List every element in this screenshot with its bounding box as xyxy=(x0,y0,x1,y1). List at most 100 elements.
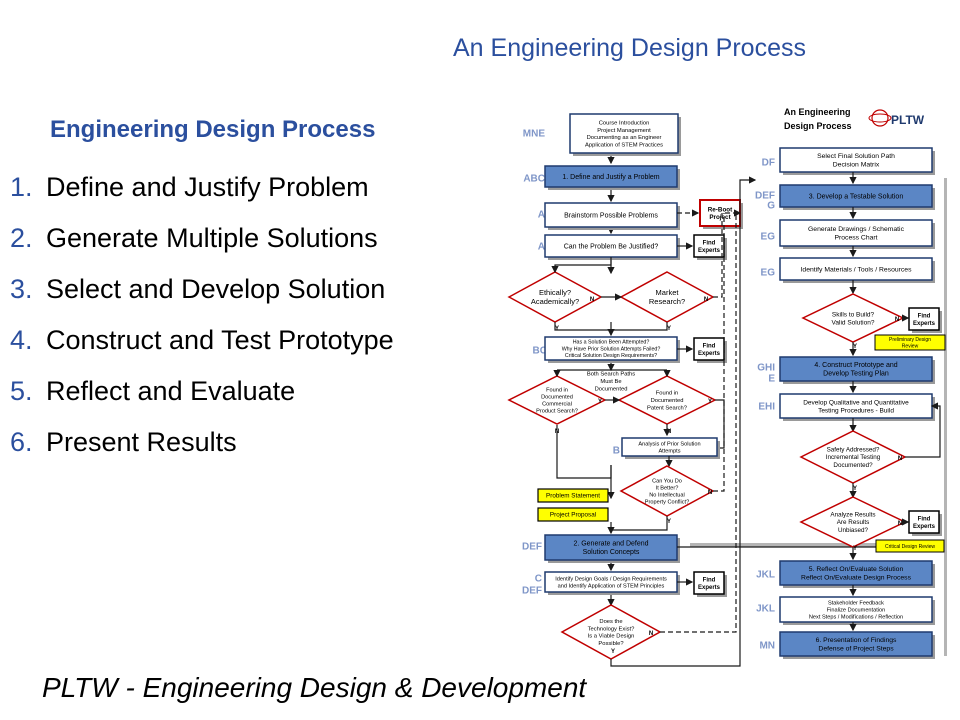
process-box-label: 5. Reflect On/Evaluate Solution xyxy=(809,566,904,573)
process-box-label: Next Steps / Modifications / Reflection xyxy=(809,615,903,621)
branch-label: Y xyxy=(555,326,559,332)
find-experts-box xyxy=(908,510,940,534)
process-box-label: Identify Materials / Tools / Resources xyxy=(801,266,913,273)
branch-label: N xyxy=(704,297,708,303)
flow-arrow xyxy=(554,322,611,331)
process-box-label: 3. Develop a Testable Solution xyxy=(809,193,904,200)
flow-arrow xyxy=(905,402,941,458)
step-label: Generate Multiple Solutions xyxy=(46,223,378,253)
flow-arrow xyxy=(556,425,612,479)
branch-label: Y xyxy=(598,399,602,405)
decision-diamond-label: Documented xyxy=(651,398,684,404)
preliminary-review-box xyxy=(874,334,946,351)
decision-diamond-label: Found in xyxy=(546,387,568,393)
step-label: Define and Justify Problem xyxy=(46,172,369,202)
step-item: 3.Select and Develop Solution xyxy=(10,274,394,325)
process-box-label: Defense of Project Steps xyxy=(818,646,894,653)
step-number: 4. xyxy=(10,325,33,355)
process-box xyxy=(779,257,933,281)
branch-label: N xyxy=(555,429,559,435)
standard-tag: E xyxy=(768,374,775,385)
flow-arrow xyxy=(660,213,737,633)
section-heading: Engineering Design Process xyxy=(50,116,376,143)
decision-diamond-label: Academically? xyxy=(531,297,579,306)
preliminary-review-box-label: Preliminary Design xyxy=(889,337,931,343)
find-experts-box-label: Experts xyxy=(698,248,721,254)
find-experts-box-label: Find xyxy=(918,313,931,319)
find-experts-box-label: Experts xyxy=(698,351,721,357)
branch-label: N xyxy=(895,317,899,323)
process-box xyxy=(779,631,933,657)
process-box-label: Course Introduction xyxy=(599,121,650,127)
critical-review-box xyxy=(875,539,945,553)
find-experts-box-label: Find xyxy=(918,516,931,522)
process-box-label: Documenting as an Engineer xyxy=(587,135,662,141)
step-item: 2. Generate Multiple Solutions xyxy=(10,223,394,274)
step-item: 4. Construct and Test Prototype xyxy=(10,325,394,376)
decision-diamond-label: Can You Do xyxy=(652,478,682,484)
logo-icon xyxy=(871,109,889,127)
decision-diamond-label: Is a Viable Design xyxy=(588,634,635,640)
branch-label: N xyxy=(590,297,594,303)
decision-diamond-label: Documented? xyxy=(833,462,873,469)
process-box-label: and Identify Application of STEM Princip… xyxy=(558,584,665,590)
branch-label: N xyxy=(708,490,712,496)
branch-label: Y xyxy=(667,519,671,525)
standard-tag: MNE xyxy=(523,129,546,140)
process-box-label: Decision Matrix xyxy=(833,162,880,169)
decision-diamond-label: Research? xyxy=(649,297,685,306)
note-text: Must Be xyxy=(600,379,621,385)
flow-arrow xyxy=(611,322,668,331)
decision-diamond-label: Valid Solution? xyxy=(832,319,875,326)
decision-diamond-label: Property Conflict? xyxy=(645,500,689,506)
process-box-label: Develop Qualitative and Quantitative xyxy=(803,399,909,406)
decision-diamond-label: Ethically? xyxy=(539,288,571,297)
process-box-label: Analysis of Prior Solution xyxy=(638,441,700,447)
step-number: 2. xyxy=(10,223,33,253)
process-box xyxy=(569,113,679,154)
decision-diamond-label: Commercial xyxy=(542,402,572,408)
process-box xyxy=(779,596,933,623)
process-box-label: Can the Problem Be Justified? xyxy=(564,243,659,250)
process-box-label: Critical Solution Design Requirements? xyxy=(565,353,657,359)
step-label: Present Results xyxy=(46,427,237,457)
branch-label: N xyxy=(649,631,653,637)
standard-tag: DEF xyxy=(755,191,775,202)
standard-tag: EG xyxy=(761,232,776,243)
process-box-label: 6. Presentation of Findings xyxy=(816,637,897,644)
note-text: Both Search Paths xyxy=(587,372,635,378)
decision-diamond-label: Patent Search? xyxy=(647,405,688,411)
decision-diamond-label: Analyze Results xyxy=(830,511,875,518)
step-label: Construct and Test Prototype xyxy=(46,325,394,355)
process-box-label: Generate Drawings / Schematic xyxy=(808,226,905,233)
step-number: 5. xyxy=(10,376,33,406)
process-box-label: 2. Generate and Defend xyxy=(573,541,648,548)
process-box-label: Attempts xyxy=(658,449,680,455)
process-box-label: Select Final Solution Path xyxy=(817,153,895,160)
process-box-label: Has a Solution Been Attempted? xyxy=(573,340,650,346)
decision-diamond-label: Possible? xyxy=(598,641,624,647)
standard-tag: MN xyxy=(759,641,775,652)
process-box-label: Develop Testing Plan xyxy=(823,371,889,378)
process-box-label: Finalize Documentation xyxy=(827,607,885,613)
process-box-label: Brainstorm Possible Problems xyxy=(564,212,658,219)
find-experts-box-label: Experts xyxy=(913,524,936,530)
step-item: 6.Present Results xyxy=(10,427,394,478)
decision-diamond-label: Are Results xyxy=(837,519,870,526)
find-experts-box xyxy=(908,307,940,331)
standard-tag: GHI xyxy=(757,363,775,374)
find-experts-box-label: Find xyxy=(703,577,716,583)
decision-diamond-label: It Better? xyxy=(656,485,679,491)
step-item: 1.Define and Justify Problem xyxy=(10,172,394,223)
problem-statement-box-label: Problem Statement xyxy=(546,493,600,500)
standard-tag: G xyxy=(767,201,775,212)
find-experts-box-label: Find xyxy=(703,343,716,349)
decision-diamond-label: Market xyxy=(656,288,680,297)
project-proposal-box-label: Project Proposal xyxy=(550,512,596,519)
step-label: Reflect and Evaluate xyxy=(46,376,296,406)
flow-arrow xyxy=(713,213,725,492)
standard-tag: A xyxy=(538,242,545,253)
process-box xyxy=(779,356,933,382)
process-box xyxy=(779,147,933,173)
